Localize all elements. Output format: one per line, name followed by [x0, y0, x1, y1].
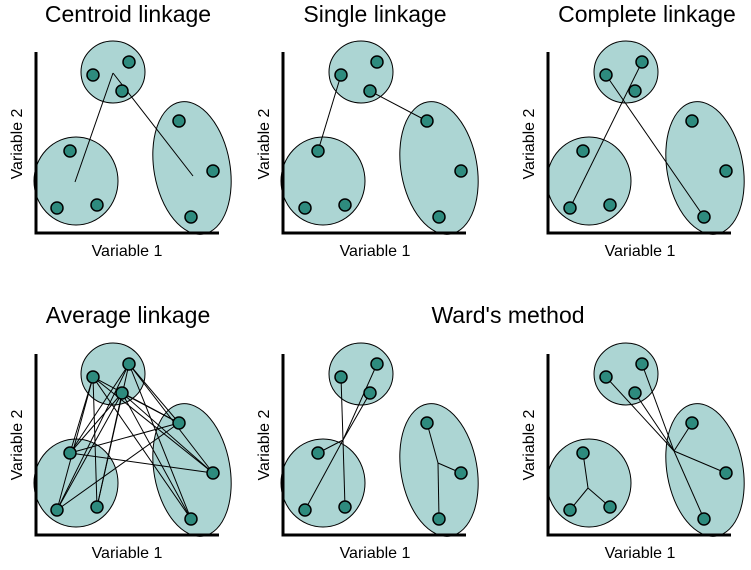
axes [546, 52, 731, 235]
data-point [697, 210, 711, 224]
link-line [369, 90, 428, 122]
data-point [115, 84, 129, 98]
data-point [685, 416, 699, 430]
y-axis-label: Variable 2 [9, 409, 26, 480]
data-point [603, 198, 617, 212]
data-point [63, 144, 77, 158]
axes [546, 354, 731, 537]
title-average-linkage: Average linkage [46, 302, 211, 328]
link-line [317, 74, 342, 152]
data-point [432, 512, 446, 526]
x-axis-label: Variable 1 [340, 243, 411, 260]
average-links [56, 363, 214, 520]
y-axis-label: Variable 2 [521, 409, 538, 480]
data-point [454, 164, 468, 178]
axes [34, 354, 219, 537]
x-axis-label: Variable 1 [340, 545, 411, 562]
data-point [370, 55, 384, 69]
data-point [172, 114, 186, 128]
data-point [628, 84, 642, 98]
title-wards-method: Ward's method [431, 302, 584, 328]
data-point [576, 446, 590, 460]
data-point [697, 512, 711, 526]
data-point [115, 386, 129, 400]
data-point [576, 144, 590, 158]
data-point [338, 500, 352, 514]
panel-wards-method-a: Variable 1 Variable 2 [256, 342, 479, 562]
data-point [206, 466, 220, 480]
data-point [420, 114, 434, 128]
data-point [628, 386, 642, 400]
title-single-linkage: Single linkage [303, 1, 446, 27]
x-axis-label: Variable 1 [92, 545, 163, 562]
axes [34, 52, 219, 235]
data-point [563, 503, 577, 517]
panel-complete-linkage: Variable 1 Variable 2 [521, 40, 745, 260]
title-centroid-linkage: Centroid linkage [45, 1, 211, 27]
data-point [603, 500, 617, 514]
data-point [685, 114, 699, 128]
x-axis-label: Variable 1 [605, 243, 676, 260]
data-point [172, 416, 186, 430]
data-point [454, 466, 468, 480]
data-point [50, 201, 64, 215]
data-point [719, 164, 733, 178]
data-point [599, 68, 613, 82]
data-point [635, 357, 649, 371]
data-point [432, 210, 446, 224]
data-point [184, 210, 198, 224]
data-point [90, 198, 104, 212]
x-axis-label: Variable 1 [92, 243, 163, 260]
ward-links [304, 363, 462, 520]
data-point [184, 512, 198, 526]
data-point [719, 466, 733, 480]
data-point [311, 446, 325, 460]
panel-centroid-linkage: Variable 1 Variable 2 [9, 40, 232, 260]
ward-links [569, 363, 727, 520]
data-point [334, 68, 348, 82]
data-point [338, 198, 352, 212]
x-axis-label: Variable 1 [605, 545, 676, 562]
y-axis-label: Variable 2 [256, 409, 273, 480]
y-axis-label: Variable 2 [521, 108, 538, 179]
data-point [86, 370, 100, 384]
data-point [63, 446, 77, 460]
data-point [420, 416, 434, 430]
data-point [298, 503, 312, 517]
title-complete-linkage: Complete linkage [558, 1, 736, 27]
panel-wards-method-b: Variable 1 Variable 2 [521, 342, 745, 562]
y-axis-label: Variable 2 [256, 108, 273, 179]
axes [281, 354, 466, 537]
data-point [563, 201, 577, 215]
data-point [635, 55, 649, 69]
axes [281, 52, 466, 235]
panel-single-linkage: Variable 1 Variable 2 [256, 40, 479, 260]
data-point [334, 370, 348, 384]
link-line [74, 72, 114, 183]
data-point [298, 201, 312, 215]
data-point [86, 68, 100, 82]
data-point [363, 386, 377, 400]
link-line [605, 74, 705, 218]
data-point [122, 357, 136, 371]
panel-average-linkage: Variable 1 Variable 2 [9, 342, 232, 562]
y-axis-label: Variable 2 [9, 108, 26, 179]
data-point [599, 370, 613, 384]
data-point [363, 84, 377, 98]
data-point [122, 55, 136, 69]
data-point [50, 503, 64, 517]
data-point [370, 357, 384, 371]
data-point [311, 144, 325, 158]
data-point [90, 500, 104, 514]
data-point [206, 164, 220, 178]
link-line [569, 61, 643, 209]
